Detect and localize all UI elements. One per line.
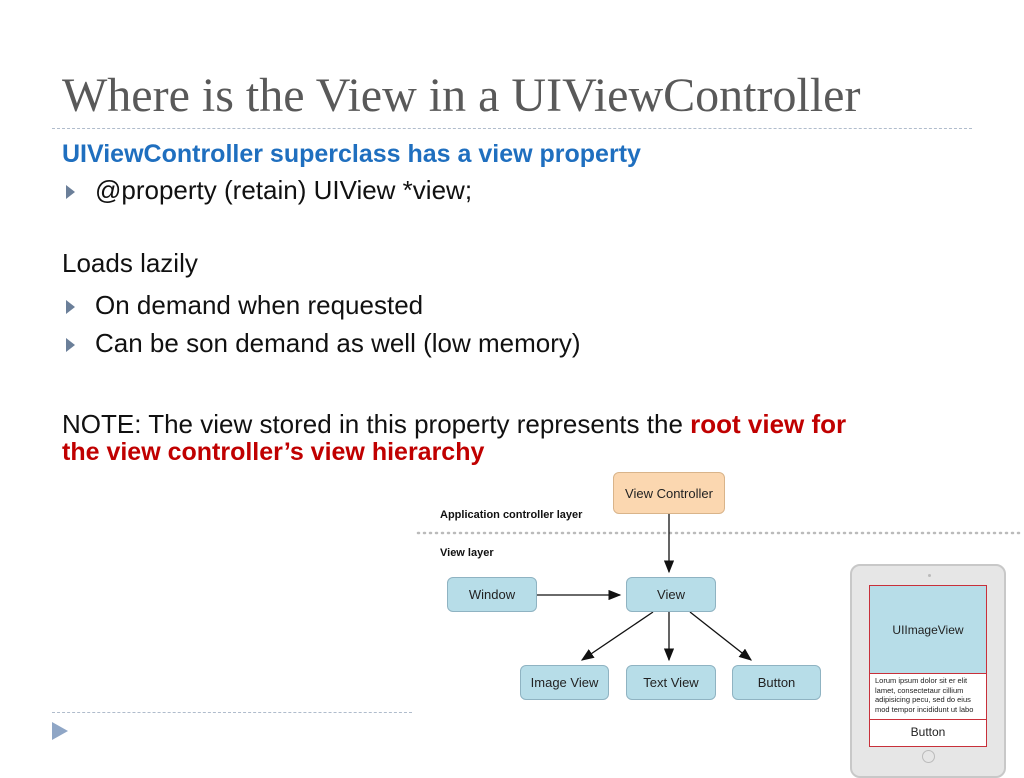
slide-title: Where is the View in a UIViewController — [62, 69, 861, 122]
ipad-device: UIImageView Lorum ipsum dolor sit er eli… — [850, 564, 1006, 778]
view-controller-box: View Controller — [613, 472, 725, 514]
image-view-box: Image View — [520, 665, 609, 700]
bullet-icon — [66, 338, 75, 352]
uiimageview: UIImageView — [870, 586, 986, 674]
home-button-icon — [922, 750, 935, 763]
subheading: UIViewController superclass has a view p… — [62, 140, 641, 168]
camera-icon — [928, 574, 931, 577]
note-emphasis: root view for — [690, 409, 847, 439]
bullet-on-demand: On demand when requested — [95, 290, 424, 320]
bullet-icon — [66, 185, 75, 199]
text-view-box: Text View — [626, 665, 716, 700]
footer-divider — [52, 712, 412, 713]
lorem-text: Lorum ipsum dolor sit er elit lamet, con… — [870, 674, 986, 720]
arrow-view-image — [580, 611, 654, 661]
footer-triangle-icon — [52, 722, 68, 740]
window-box: Window — [447, 577, 537, 612]
title-divider — [52, 128, 972, 129]
view-layer-label: View layer — [440, 547, 494, 559]
bullet-low-memory: Can be son demand as well (low memory) — [95, 328, 581, 358]
note: NOTE: The view stored in this property r… — [62, 410, 982, 438]
note-emphasis-line2: the view controller’s view hierarchy — [62, 438, 485, 466]
bullet-icon — [66, 300, 75, 314]
bullet-property: @property (retain) UIView *view; — [95, 175, 473, 205]
ipad-screen: UIImageView Lorum ipsum dolor sit er eli… — [869, 585, 987, 747]
arrow-view-button — [689, 611, 753, 661]
note-text: NOTE: The view stored in this property r… — [62, 409, 691, 439]
device-button: Button — [910, 725, 946, 739]
app-layer-label: Application controller layer — [440, 509, 583, 521]
button-box: Button — [732, 665, 821, 700]
loads-lazily: Loads lazily — [62, 248, 198, 278]
view-box: View — [626, 577, 716, 612]
